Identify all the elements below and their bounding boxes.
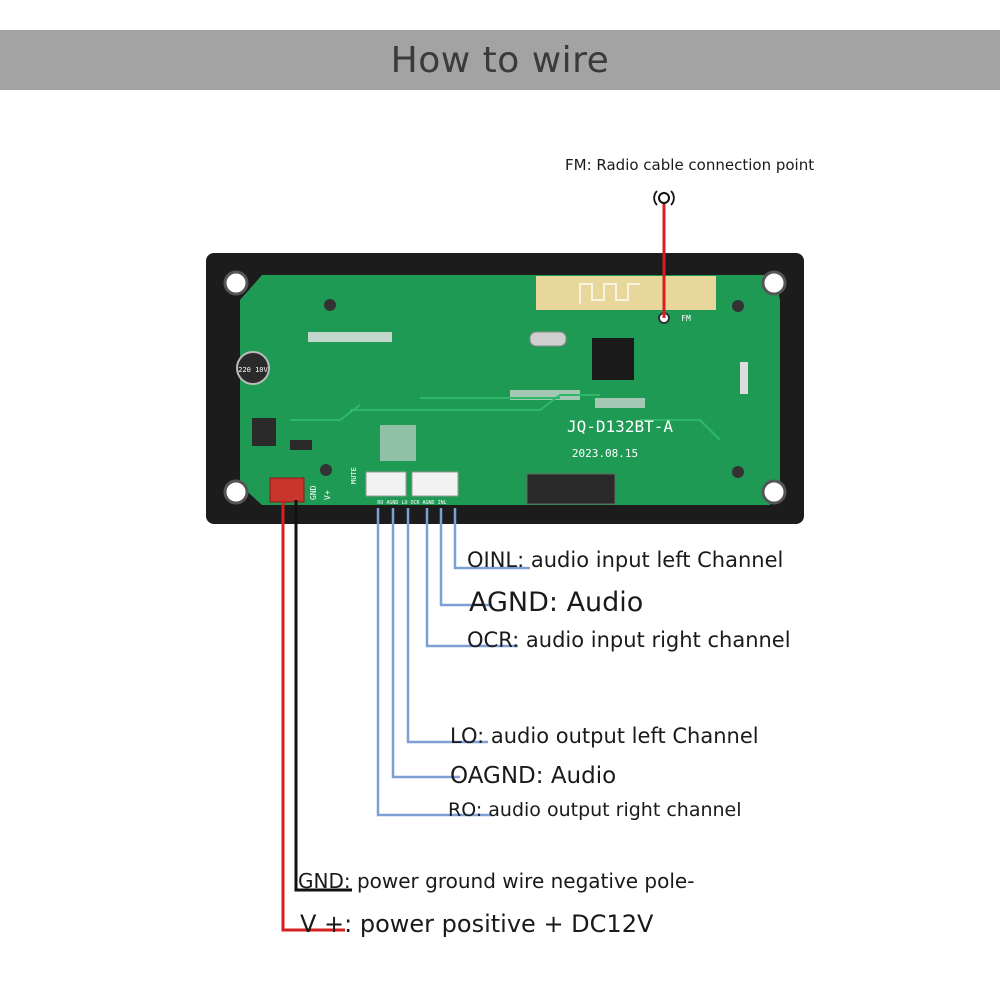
mount-hole-tl bbox=[223, 270, 249, 296]
pcb-board: 220 10V JQ-D132BT-A 2023.08.15 FM GND V+… bbox=[206, 253, 804, 524]
wire-oinl bbox=[453, 508, 530, 570]
led-pads bbox=[740, 362, 748, 394]
connector-pin-silk: RO AGND LO OCR AGND INL bbox=[377, 500, 446, 506]
label-ocr: OCR: audio input right channel bbox=[467, 628, 791, 652]
board-model: JQ-D132BT-A bbox=[567, 417, 673, 436]
wire-lo bbox=[406, 508, 488, 744]
fm-antenna: FM: Radio cable connection point bbox=[565, 156, 814, 318]
wire-vplus bbox=[281, 500, 345, 932]
pcb-traces bbox=[290, 394, 721, 441]
label-oagnd: OAGND: Audio bbox=[450, 763, 616, 789]
screw bbox=[732, 300, 744, 312]
mount-hole-br bbox=[761, 479, 787, 505]
regulator bbox=[252, 418, 276, 446]
wire-ocr bbox=[425, 508, 518, 648]
signal-wires bbox=[376, 508, 530, 817]
diode bbox=[290, 440, 312, 450]
fm-pad-label: FM bbox=[681, 314, 691, 323]
crystal bbox=[529, 331, 567, 347]
mount-hole-bl bbox=[223, 479, 249, 505]
antenna-icon bbox=[653, 190, 675, 206]
label-agnd: AGND: Audio bbox=[469, 587, 643, 618]
wire-ro bbox=[376, 508, 492, 817]
audio-out-connector bbox=[365, 471, 407, 497]
mute-silk: MUTE bbox=[350, 467, 358, 484]
electrolytic-capacitor bbox=[236, 351, 270, 385]
screw bbox=[732, 466, 744, 478]
label-ro: RO: audio output right channel bbox=[448, 799, 742, 821]
screw bbox=[320, 464, 332, 476]
screw bbox=[324, 299, 336, 311]
cap-row bbox=[510, 390, 580, 400]
board-date: 2023.08.15 bbox=[572, 447, 638, 460]
label-vplus: V +: power positive + DC12V bbox=[300, 910, 654, 938]
component-cluster bbox=[380, 425, 416, 461]
cap-row bbox=[595, 398, 645, 408]
page-title: How to wire bbox=[390, 39, 610, 81]
wire-gnd bbox=[294, 500, 352, 892]
resistor-row bbox=[308, 332, 392, 342]
fm-label: FM: Radio cable connection point bbox=[565, 156, 814, 174]
bt-antenna-strip bbox=[536, 276, 716, 310]
wire-agnd bbox=[439, 508, 490, 607]
label-oinl: OINL: audio input left Channel bbox=[467, 548, 783, 572]
pin-gnd-silk: GND bbox=[309, 485, 318, 500]
label-gnd: GND: power ground wire negative pole- bbox=[298, 869, 694, 893]
label-lo: LO: audio output left Channel bbox=[450, 724, 759, 748]
pin-vplus-silk: V+ bbox=[323, 490, 332, 500]
power-connector bbox=[269, 477, 305, 503]
bt-antenna-trace bbox=[579, 283, 640, 304]
capacitor-label: 220 10V bbox=[238, 366, 268, 374]
card-slot bbox=[526, 473, 616, 505]
audio-in-connector bbox=[411, 471, 459, 497]
main-chip bbox=[592, 338, 634, 380]
mount-hole-tr bbox=[761, 270, 787, 296]
header-bar: How to wire bbox=[0, 30, 1000, 90]
wire-oagnd bbox=[391, 508, 460, 779]
